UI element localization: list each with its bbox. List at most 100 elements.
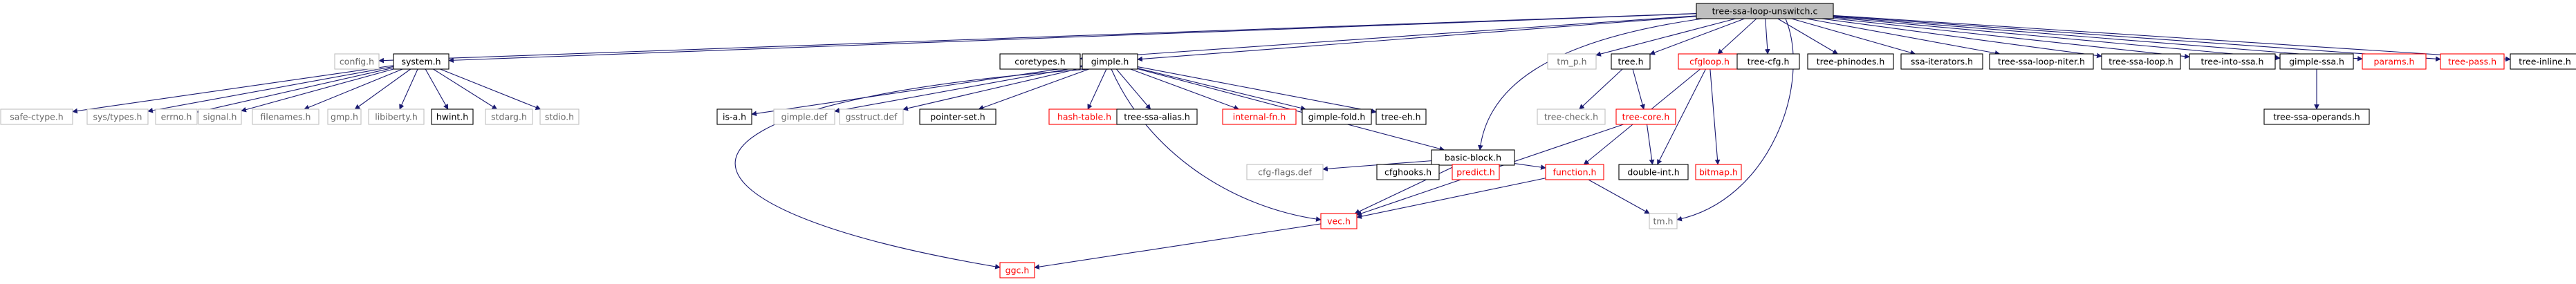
node-vec[interactable]: vec.h: [1320, 213, 1358, 229]
edge-gimple-to-vec: [1111, 68, 1322, 222]
node-box: [327, 108, 362, 125]
node-doubleint[interactable]: double-int.h: [1618, 164, 1689, 180]
edge-root-to-treeinline: [1833, 15, 2511, 62]
node-treeeh[interactable]: tree-eh.h: [1375, 108, 1427, 125]
edge-function-to-vec: [1356, 178, 1546, 219]
node-safectype[interactable]: safe-ctype.h: [0, 108, 73, 125]
node-box: [999, 53, 1081, 70]
node-label: filenames.h: [261, 112, 311, 122]
node-treepass[interactable]: tree-pass.h: [2440, 53, 2505, 70]
node-system[interactable]: system.h: [393, 53, 450, 70]
node-bb[interactable]: basic-block.h: [1431, 149, 1515, 166]
node-box: [1900, 53, 1983, 70]
node-box: [431, 108, 474, 125]
node-ssaloop[interactable]: tree-ssa-loop.h: [2101, 53, 2181, 70]
node-box: [1618, 164, 1689, 180]
node-box: [1547, 53, 1597, 70]
node-ssaiter[interactable]: ssa-iterators.h: [1900, 53, 1983, 70]
node-errno[interactable]: errno.h: [155, 108, 198, 125]
node-box: [2279, 53, 2354, 70]
node-box: [1615, 108, 1676, 125]
node-treeinline[interactable]: tree-inline.h: [2510, 53, 2576, 70]
node-internalfn[interactable]: internal-fn.h: [1222, 108, 1297, 125]
node-stdio[interactable]: stdio.h: [539, 108, 580, 125]
edge-system-to-gmp: [354, 68, 411, 110]
edge-system-to-libiberty: [399, 68, 418, 110]
node-params[interactable]: params.h: [2362, 53, 2427, 70]
edge-gimple-to-ggc: [734, 68, 1090, 269]
edge-system-to-stdarg: [433, 68, 498, 110]
node-label: params.h: [2374, 57, 2415, 67]
node-label: tree-ssa-loop-unswitch.c: [1712, 6, 1818, 17]
node-coretypes[interactable]: coretypes.h: [999, 53, 1081, 70]
node-hwint[interactable]: hwint.h: [431, 108, 474, 125]
edge-gimple-to-isa: [751, 65, 1083, 117]
edge-gimple-to-pointerset: [978, 68, 1089, 111]
node-label: tree-core.h: [1622, 112, 1670, 122]
node-gimplessa[interactable]: gimple-ssa.h: [2279, 53, 2354, 70]
node-box: [2440, 53, 2505, 70]
edge-root-to-ssaloop: [1821, 18, 2102, 59]
node-box: [1320, 213, 1358, 229]
node-box: [2101, 53, 2181, 70]
node-predict[interactable]: predict.h: [1452, 164, 1500, 180]
edge-gimple-to-gimplefold: [1137, 68, 1306, 111]
node-label: gimple.h: [1091, 57, 1129, 67]
node-gmp[interactable]: gmp.h: [327, 108, 362, 125]
node-label: tree-cfg.h: [1748, 57, 1790, 67]
node-isa[interactable]: is-a.h: [716, 108, 752, 125]
node-box: [1611, 53, 1651, 70]
node-label: signal.h: [203, 112, 237, 122]
node-label: errno.h: [161, 112, 192, 122]
node-label: gimple-fold.h: [1308, 112, 1366, 122]
node-systypes[interactable]: sys/types.h: [86, 108, 149, 125]
edge-bb-to-function: [1514, 163, 1546, 170]
node-root[interactable]: tree-ssa-loop-unswitch.c: [1696, 3, 1834, 19]
node-config[interactable]: config.h: [334, 53, 380, 70]
node-box: [368, 108, 425, 125]
node-box: [1452, 164, 1500, 180]
node-tree[interactable]: tree.h: [1611, 53, 1651, 70]
node-label: config.h: [340, 57, 374, 67]
node-filenames[interactable]: filenames.h: [252, 108, 319, 125]
node-cfgflags[interactable]: cfg-flags.def: [1246, 164, 1324, 180]
node-ggc[interactable]: ggc.h: [999, 262, 1035, 278]
node-box: [0, 108, 73, 125]
node-treecheck[interactable]: tree-check.h: [1537, 108, 1606, 125]
node-gimpledef[interactable]: gimple.def: [773, 108, 835, 125]
edge-system-to-errno: [196, 67, 394, 114]
node-phinodes[interactable]: tree-phinodes.h: [1807, 53, 1894, 70]
node-gsstruct[interactable]: gsstruct.def: [839, 108, 904, 125]
node-label: function.h: [1553, 167, 1597, 178]
node-label: gsstruct.def: [846, 112, 898, 122]
node-box: [1537, 108, 1606, 125]
node-tm[interactable]: tm.h: [1649, 213, 1678, 229]
edge-tree-to-treecheck: [1579, 68, 1623, 110]
node-bitmap[interactable]: bitmap.h: [1695, 164, 1742, 180]
node-cfghooks[interactable]: cfghooks.h: [1376, 164, 1440, 180]
edge-root-to-config: [378, 12, 1697, 64]
node-intossa[interactable]: tree-into-ssa.h: [2189, 53, 2276, 70]
edge-root-to-intossa: [1833, 18, 2190, 59]
node-tmp[interactable]: tm_p.h: [1547, 53, 1597, 70]
node-box: [1989, 53, 2094, 70]
node-signal[interactable]: signal.h: [198, 108, 242, 125]
node-niter[interactable]: tree-ssa-loop-niter.h: [1989, 53, 2094, 70]
node-treecore[interactable]: tree-core.h: [1615, 108, 1676, 125]
node-gimple[interactable]: gimple.h: [1082, 53, 1138, 70]
node-pointerset[interactable]: pointer-set.h: [919, 108, 997, 125]
edge-root-to-cfgloop: [1717, 18, 1757, 55]
node-label: gimple-ssa.h: [2289, 57, 2344, 67]
node-treecfg[interactable]: tree-cfg.h: [1736, 53, 1800, 70]
node-hashtable[interactable]: hash-table.h: [1048, 108, 1120, 125]
node-ssaoperands[interactable]: tree-ssa-operands.h: [2263, 108, 2370, 125]
node-stdarg[interactable]: stdarg.h: [485, 108, 533, 125]
node-gimplefold[interactable]: gimple-fold.h: [1301, 108, 1372, 125]
node-libiberty[interactable]: libiberty.h: [368, 108, 425, 125]
node-ssaalias[interactable]: tree-ssa-alias.h: [1116, 108, 1198, 125]
node-cfgloop[interactable]: cfgloop.h: [1678, 53, 1741, 70]
node-box: [1545, 164, 1604, 180]
node-box: [1696, 3, 1834, 19]
node-function[interactable]: function.h: [1545, 164, 1604, 180]
